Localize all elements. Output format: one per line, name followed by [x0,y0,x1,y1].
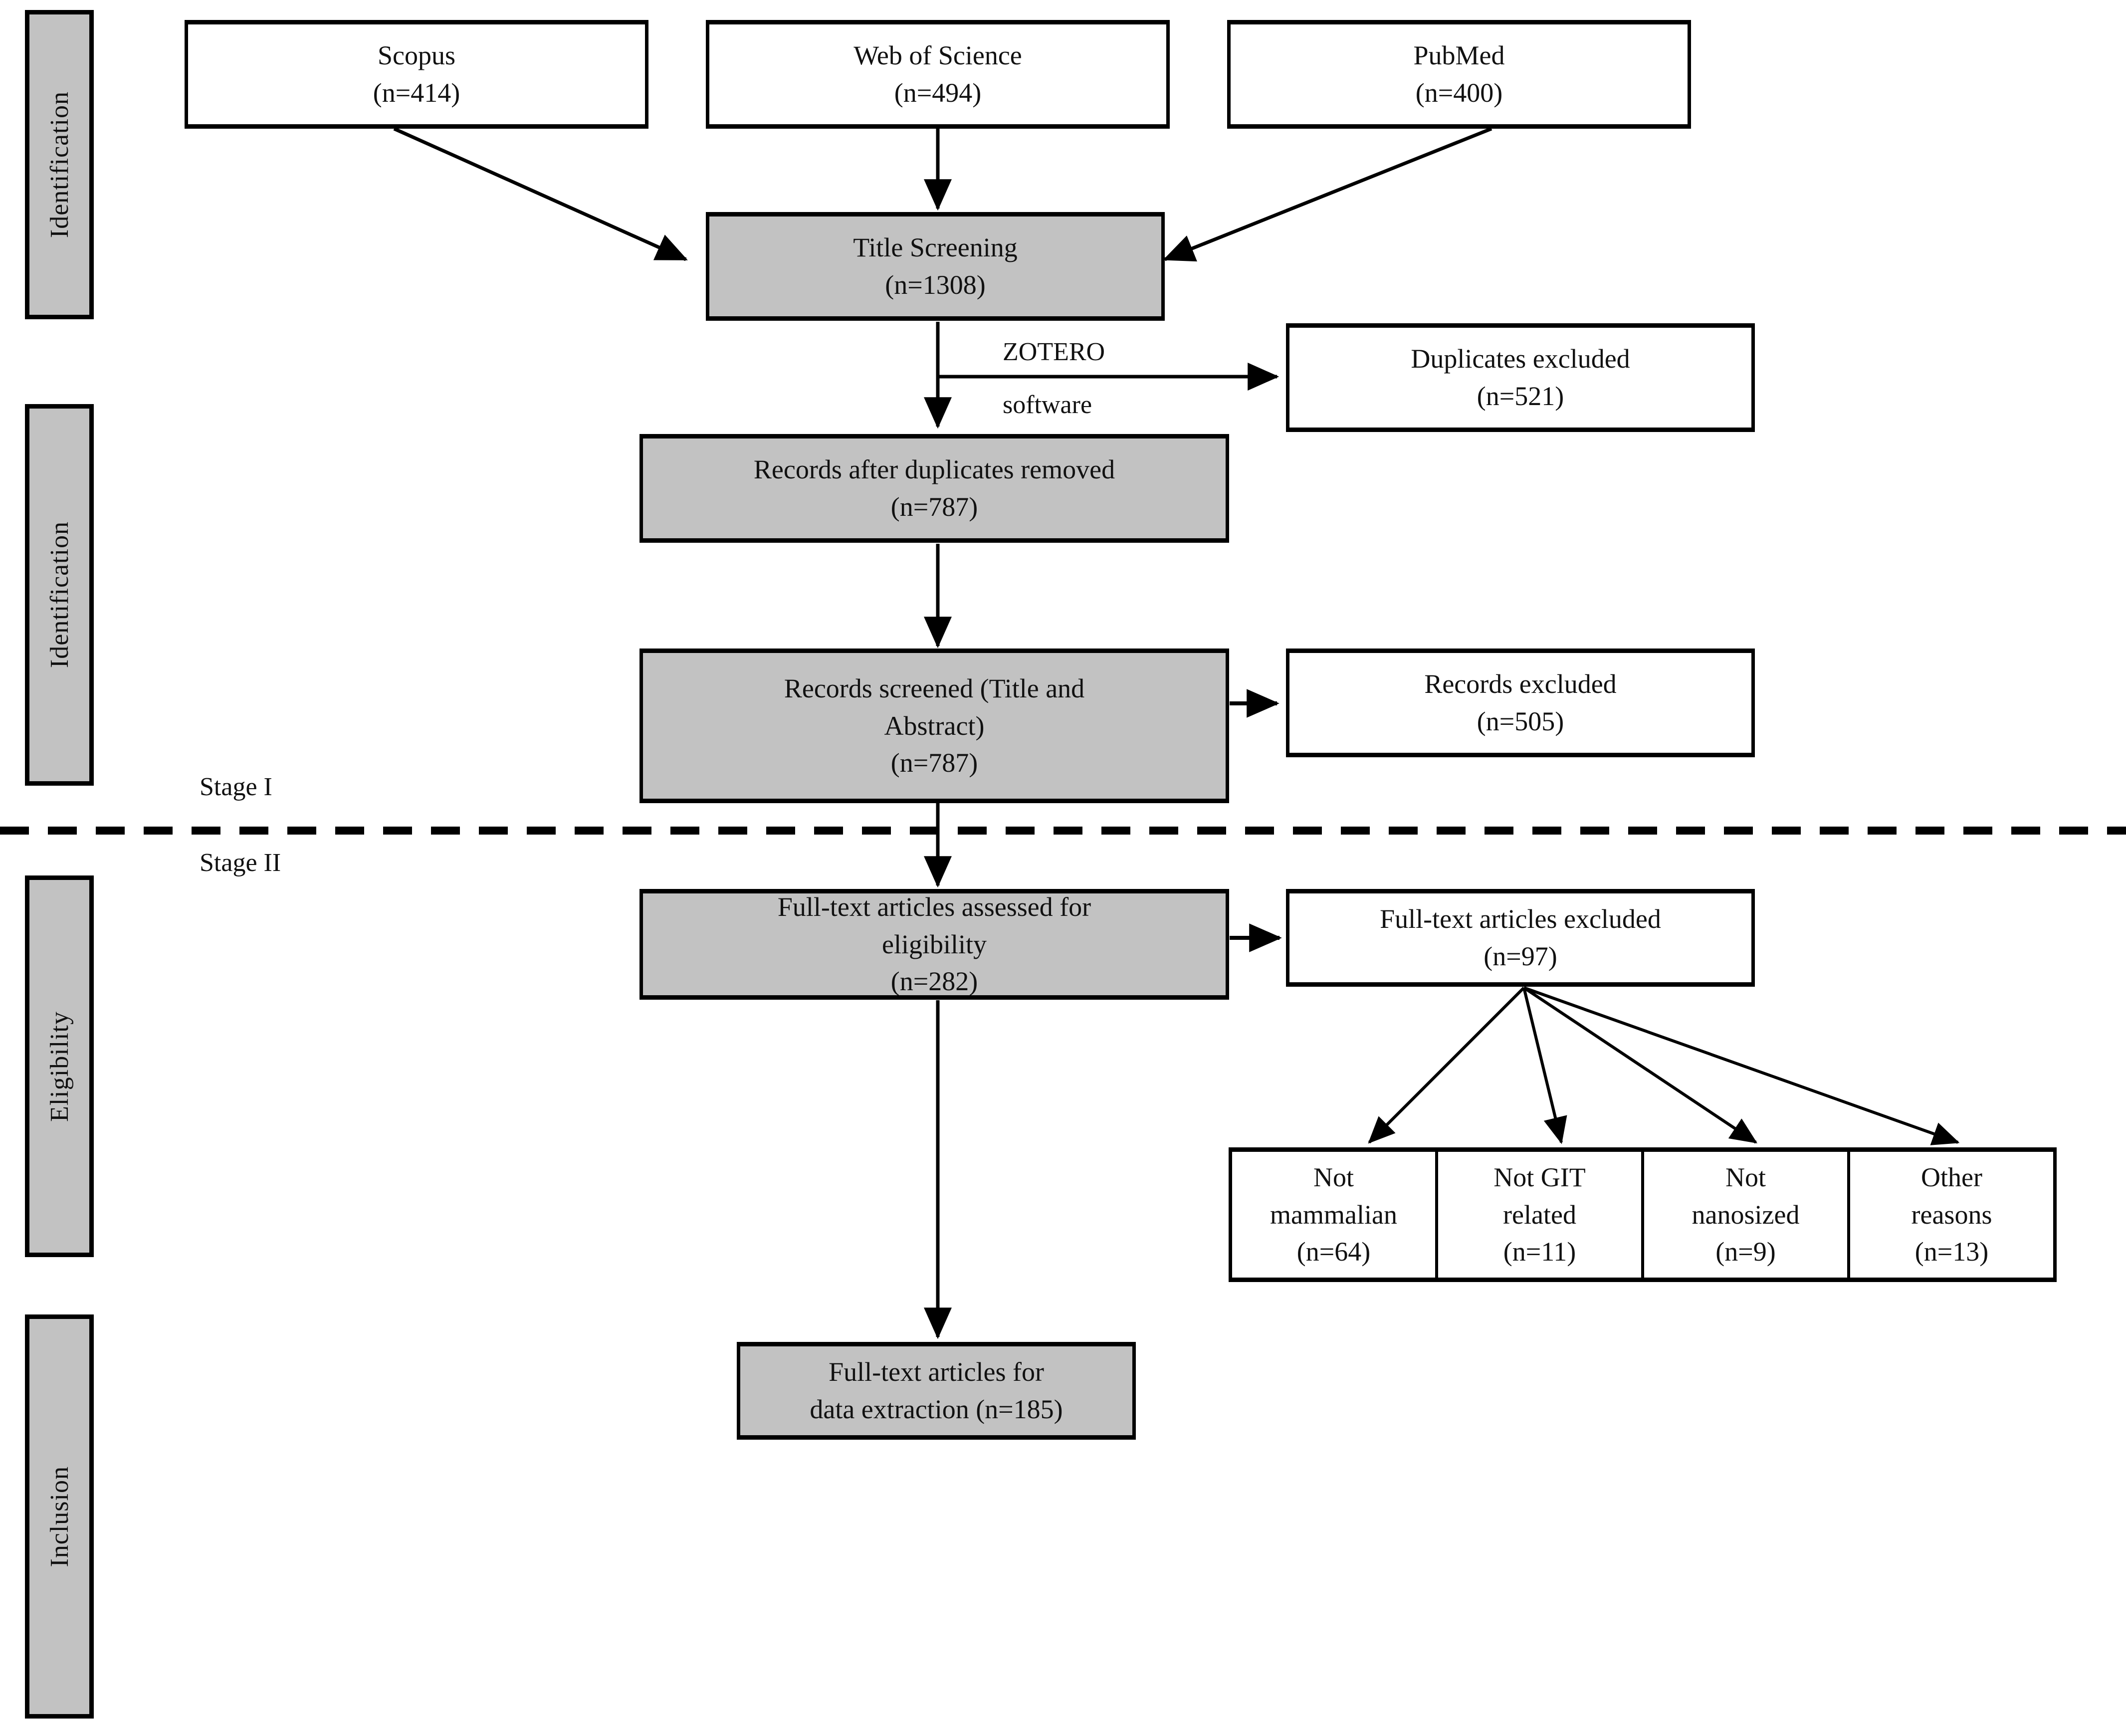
edge-scopus-to-title-screening [393,127,688,261]
stage-bar-label: Eligibility [45,1011,74,1122]
node-records-after-duplicates-removed: Records after duplicates removed (n=787) [639,434,1229,543]
node-line-2: (n=521) [1477,381,1564,411]
source-name: Scopus [377,40,455,71]
node-line-3: (n=787) [890,748,978,778]
node-line-1: Full-text articles assessed for [777,892,1091,922]
reason-count: (n=11) [1503,1237,1576,1267]
stage-bar-identification-1: Identification [25,10,94,319]
source-count: (n=400) [1415,78,1503,108]
edge-label-zotero: ZOTERO [1003,338,1105,366]
reason-cell-not-git-related: Not GIT related (n=11) [1438,1151,1644,1279]
edge-label-zotero-software: software [1003,391,1092,419]
node-fulltext-excluded: Full-text articles excluded (n=97) [1286,889,1755,987]
source-count: (n=494) [894,78,982,108]
reason-cell-not-nanosized: Not nanosized (n=9) [1644,1151,1850,1279]
reason-count: (n=13) [1914,1237,1989,1267]
reason-line-1: Not [1725,1162,1766,1193]
node-line-1: Full-text articles excluded [1380,904,1661,934]
node-line-3: (n=282) [890,966,978,997]
exclusion-reasons-strip: Not mammalian (n=64) Not GIT related (n=… [1229,1147,2057,1282]
reason-count: (n=9) [1715,1237,1776,1267]
node-line-2: data extraction (n=185) [810,1394,1063,1424]
reason-line-1: Not [1313,1162,1354,1193]
reason-line-2: nanosized [1692,1199,1800,1230]
reason-line-2: reasons [1911,1199,1992,1230]
stage-marker-two: Stage II [200,849,281,877]
node-duplicates-excluded: Duplicates excluded (n=521) [1286,323,1755,432]
source-name: PubMed [1413,40,1505,71]
reason-line-2: mammalian [1270,1199,1397,1230]
source-box-web-of-science: Web of Science (n=494) [706,20,1170,129]
node-line-2: (n=97) [1484,941,1557,971]
edge-excluded-to-other-reasons [1523,986,1960,1145]
source-count: (n=414) [373,78,460,108]
stage-bar-inclusion: Inclusion [25,1314,94,1719]
node-line-2: eligibility [882,929,987,959]
node-records-excluded: Records excluded (n=505) [1286,649,1755,757]
node-line-1: Records after duplicates removed [753,454,1115,485]
source-box-scopus: Scopus (n=414) [185,20,648,129]
reason-count: (n=64) [1296,1237,1371,1267]
edge-excluded-to-not-nanosized [1523,986,1757,1144]
source-box-pubmed: PubMed (n=400) [1227,20,1691,129]
node-line-2: (n=505) [1477,706,1564,736]
reason-cell-not-mammalian: Not mammalian (n=64) [1232,1151,1438,1279]
reason-line-1: Other [1921,1162,1982,1193]
source-name: Web of Science [853,40,1022,71]
node-line-1: Records screened (Title and [784,673,1085,704]
node-fulltext-assessed-for-eligibility: Full-text articles assessed for eligibil… [639,889,1229,1000]
node-line-2: (n=1308) [885,270,986,300]
node-line-1: Records excluded [1424,669,1617,699]
reason-line-2: related [1503,1199,1576,1230]
edge-excluded-to-not-git-related [1522,987,1567,1144]
stage-bar-identification-2: Identification [25,404,94,786]
node-line-1: Title Screening [853,232,1018,263]
node-records-screened: Records screened (Title and Abstract) (n… [639,649,1229,803]
node-title-screening: Title Screening (n=1308) [706,212,1165,321]
stage-bar-eligibility: Eligibility [25,875,94,1257]
reason-cell-other-reasons: Other reasons (n=13) [1850,1151,2053,1279]
reason-line-1: Not GIT [1493,1162,1586,1193]
stage-bar-label: Inclusion [45,1466,74,1567]
stage-marker-one: Stage I [200,773,272,801]
stage-bar-label: Identification [45,91,74,238]
node-fulltext-for-data-extraction: Full-text articles for data extraction (… [737,1342,1136,1440]
stage-bar-label: Identification [45,521,74,668]
node-line-1: Full-text articles for [829,1357,1044,1387]
node-line-2: (n=787) [890,492,978,522]
node-line-1: Duplicates excluded [1411,344,1630,374]
edge-excluded-to-not-mammalian [1368,986,1525,1144]
edge-pubmed-to-title-screening [1163,127,1492,262]
node-line-2: Abstract) [884,710,985,741]
